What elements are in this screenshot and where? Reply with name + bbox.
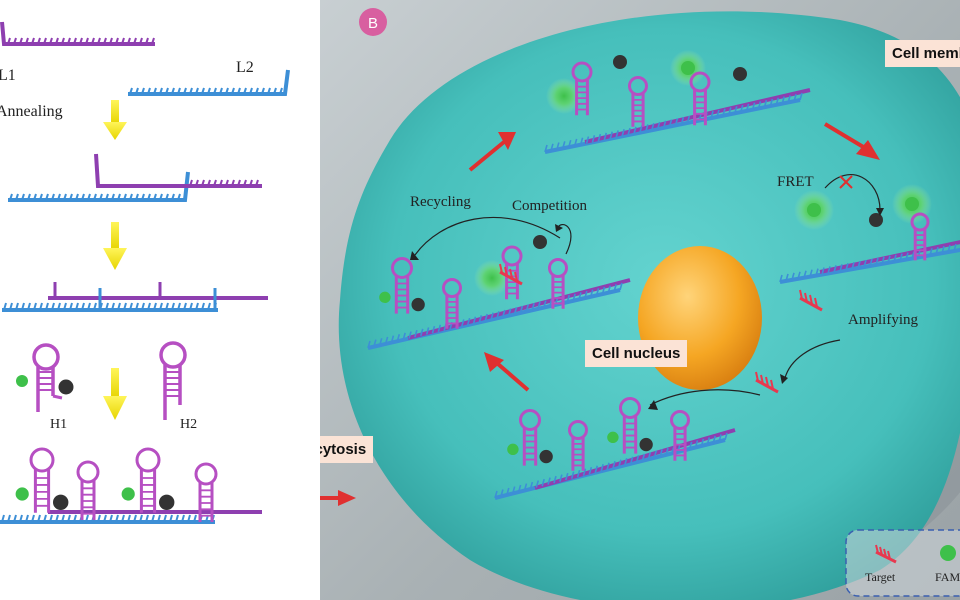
fret-block-x <box>839 175 853 189</box>
quencher-dot <box>639 437 653 452</box>
hairpin-h2 <box>159 341 187 420</box>
fam-dot <box>681 61 695 75</box>
hairpin-h1 <box>16 343 74 412</box>
fluorescence-glow <box>546 78 582 114</box>
fam-dot <box>507 443 519 456</box>
red-arrow-top-right <box>823 122 880 160</box>
cell-nucleus-label: Cell nucleus <box>585 340 688 367</box>
panel-a-drawing: L1 L2 Annealing <box>0 21 290 524</box>
panel-b-drawing: B <box>320 8 960 600</box>
assembly-hairpin-4 <box>194 462 218 522</box>
l2-label: L2 <box>236 59 254 76</box>
h2-label: H2 <box>180 417 197 432</box>
target-arrow <box>649 389 761 406</box>
right-hairpin <box>910 212 930 261</box>
left-hairpin-1 <box>379 257 425 314</box>
assembly-hairpin-1 <box>15 447 69 513</box>
right-track <box>779 240 960 284</box>
quencher-dot <box>869 213 883 227</box>
bottom-hairpin-2 <box>568 420 588 471</box>
target-amplifying <box>799 289 823 312</box>
fret-label: FRET <box>777 174 814 190</box>
annealing-label: Annealing <box>0 103 63 120</box>
yellow-arrow-3 <box>103 368 127 420</box>
bottom-hairpin-1 <box>507 409 553 466</box>
endocytosis-label: Endocytosis <box>320 436 374 463</box>
panel-a: L1 L2 Annealing <box>0 0 320 600</box>
legend-target-icon <box>875 544 897 564</box>
fam-dot <box>121 487 135 501</box>
legend: Target FAM <box>845 529 960 597</box>
quencher-dot <box>539 449 553 464</box>
legend-fam-dot <box>940 545 956 561</box>
annealed-duplex <box>8 153 262 202</box>
bottom-hairpin-4 <box>670 410 690 461</box>
left-target <box>499 263 523 286</box>
panel-b: B <box>320 0 960 600</box>
fret-arrow <box>824 174 881 211</box>
top-hairpin-2 <box>628 76 648 127</box>
yellow-arrow-1 <box>103 100 127 140</box>
recycling-label: Recycling <box>410 194 471 210</box>
fam-dot <box>905 197 919 211</box>
recycling-arrow <box>414 216 561 256</box>
amplifying-label: Amplifying <box>848 312 918 328</box>
red-arrow-top-left <box>468 132 516 172</box>
assembly-hairpin-2 <box>76 460 100 520</box>
quencher-dot <box>53 494 69 511</box>
l2-strand <box>128 69 290 96</box>
yellow-arrow-2 <box>103 222 127 270</box>
left-track <box>367 278 631 350</box>
quencher-dot <box>411 297 425 312</box>
competition-label: Competition <box>512 198 588 214</box>
panel-b-badge-text: B <box>368 15 378 32</box>
amplifying-arrow <box>784 339 841 379</box>
top-track <box>544 88 811 154</box>
panel-b-badge <box>359 8 387 36</box>
l1-label: L1 <box>0 67 16 84</box>
cell-nucleus <box>638 246 762 390</box>
quencher-dot <box>733 67 747 81</box>
quencher-dot <box>533 235 547 249</box>
fam-dot <box>15 487 29 501</box>
cell-membrane-label: Cell membrane <box>885 40 960 67</box>
fam-dot <box>16 375 28 387</box>
fam-dot <box>607 431 619 444</box>
red-arrow-bottom <box>484 352 530 392</box>
l1-strand <box>0 21 155 46</box>
quencher-dot <box>58 379 74 395</box>
bottom-hairpin-3 <box>607 397 653 454</box>
red-arrow-endocytosis <box>320 490 356 506</box>
bottom-track <box>494 428 736 500</box>
target-incoming <box>755 371 779 394</box>
left-hairpin-2 <box>442 278 462 329</box>
fluorescence-glow <box>474 260 510 296</box>
legend-target-label: Target <box>865 570 896 584</box>
concatemer <box>2 282 268 312</box>
fam-dot <box>379 291 391 304</box>
top-hairpin-1 <box>571 61 593 116</box>
quencher-dot <box>159 494 175 511</box>
fam-dot <box>807 203 821 217</box>
h1-label: H1 <box>50 417 67 432</box>
left-hairpin-4 <box>548 258 568 309</box>
top-hairpin-3 <box>689 71 711 126</box>
legend-fam-label: FAM <box>935 570 960 584</box>
quencher-dot <box>613 55 627 69</box>
assembly-hairpin-3 <box>121 447 175 513</box>
assembled-nanostructure <box>0 447 262 524</box>
